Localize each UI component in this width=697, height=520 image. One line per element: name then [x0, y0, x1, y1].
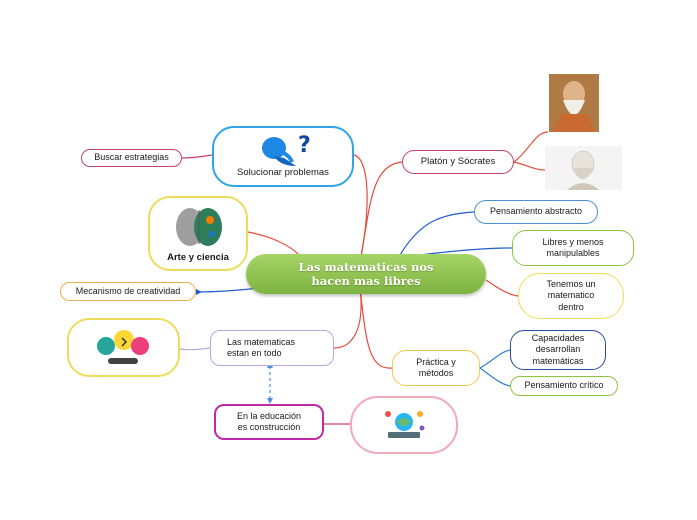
- socrates-bust-image: [545, 146, 622, 190]
- colorful-ideas-icon: [96, 329, 149, 364]
- central-topic-label: Las matematicas nos hacen mas libres: [298, 259, 434, 288]
- svg-text:?: ?: [298, 133, 311, 158]
- node-educacion-image[interactable]: [350, 396, 458, 454]
- node-capacidades[interactable]: Capacidades desarrollan matemáticas: [510, 330, 606, 370]
- node-label: Mecanismo de creatividad: [75, 285, 181, 296]
- node-mecanismo-creatividad[interactable]: Mecanismo de creatividad: [60, 282, 196, 301]
- node-platon-socrates[interactable]: Platón y Sócrates: [402, 150, 514, 174]
- link-central-estan: [333, 287, 362, 349]
- node-pensamiento-abstracto[interactable]: Pensamiento abstracto: [474, 200, 598, 224]
- node-buscar-estrategias[interactable]: Buscar estrategias: [81, 149, 182, 167]
- node-label: Capacidades desarrollan matemáticas: [531, 333, 585, 366]
- link-practica-critico: [479, 367, 511, 387]
- link-central-practica: [359, 287, 393, 369]
- node-label: Arte y ciencia: [167, 252, 229, 264]
- brain-art-icon: [176, 208, 222, 246]
- link-platon-img1: [513, 131, 549, 163]
- node-solucionar-problemas[interactable]: ? Solucionar problemas: [212, 126, 354, 187]
- node-label: Tenemos un matematico dentro: [546, 279, 596, 312]
- node-label: Libres y menos manipulables: [542, 236, 604, 258]
- link-platon-img2: [513, 161, 546, 171]
- node-educacion-construccion[interactable]: En la educación es construcción: [214, 404, 324, 440]
- node-label: Pensamiento abstracto: [489, 206, 583, 217]
- link-central-tenemos: [485, 279, 519, 297]
- education-network-icon: [385, 411, 425, 438]
- link-estan-img: [179, 347, 211, 351]
- node-practica-metodos[interactable]: Práctica y métodos: [392, 350, 480, 386]
- node-label: En la educación es construcción: [236, 410, 302, 432]
- link-central-solucionar: [353, 154, 368, 263]
- node-estan-image[interactable]: [67, 318, 180, 377]
- node-label: Las matematicas estan en todo: [227, 336, 296, 358]
- node-arte-y-ciencia[interactable]: Arte y ciencia: [148, 196, 248, 271]
- thinking-person-icon: ?: [262, 133, 311, 166]
- link-central-libres: [419, 247, 513, 256]
- plato-portrait-image: [549, 74, 599, 132]
- link-central-abstracto: [399, 211, 475, 256]
- node-label: Pensamiento crítico: [524, 380, 604, 391]
- central-topic[interactable]: Las matematicas nos hacen mas libres: [246, 254, 486, 294]
- node-pensamiento-critico[interactable]: Pensamiento crítico: [510, 376, 618, 396]
- node-label: Práctica y métodos: [416, 356, 456, 378]
- node-libres-manipulables[interactable]: Libres y menos manipulables: [512, 230, 634, 266]
- link-solucionar-buscar: [181, 154, 213, 159]
- node-tenemos-matematico[interactable]: Tenemos un matematico dentro: [518, 273, 624, 319]
- node-label: Platón y Sócrates: [420, 156, 496, 168]
- node-label: Solucionar problemas: [237, 167, 329, 179]
- link-practica-capacidades: [479, 349, 511, 369]
- node-estan-en-todo[interactable]: Las matematicas estan en todo: [210, 330, 334, 366]
- node-label: Buscar estrategias: [94, 152, 169, 163]
- link-central-arte: [247, 231, 301, 257]
- link-central-mecanismo: [195, 287, 261, 293]
